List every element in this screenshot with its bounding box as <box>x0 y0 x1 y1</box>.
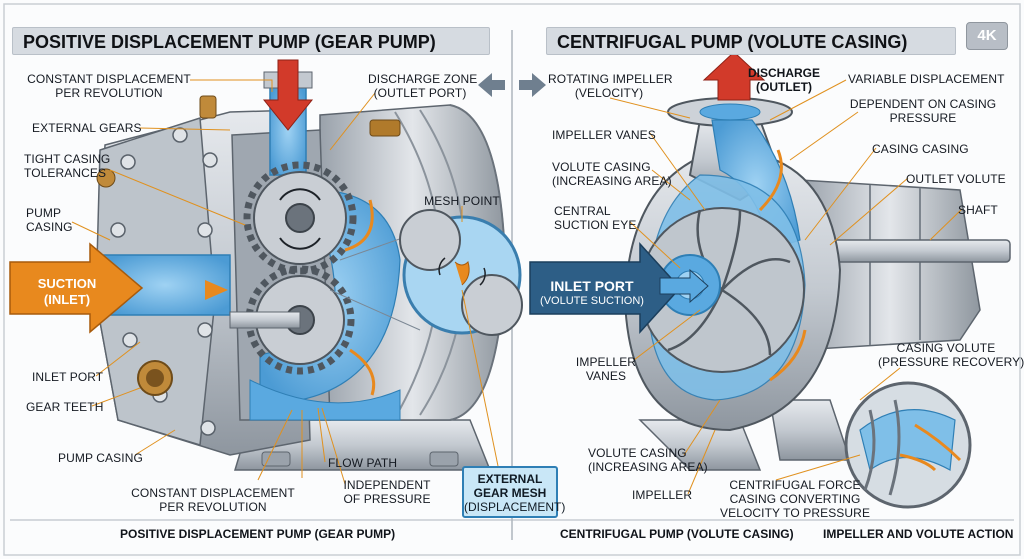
label-dependent-on-casing-pressure: DEPENDENT ON CASING PRESSURE <box>849 97 997 125</box>
gear-pump-illustration <box>9 59 523 471</box>
centrifugal-pump-illustration <box>529 51 1011 509</box>
label-constant-displacement-top: CONSTANT DISPLACEMENT PER REVOLUTION <box>27 72 191 100</box>
external-gear-mesh-box: EXTERNAL GEAR MESH (DISPLACEMENT) <box>462 466 565 518</box>
label-pump-casing-top: PUMP CASING <box>26 206 73 234</box>
label-central-suction-eye: CENTRAL SUCTION EYE <box>554 204 637 232</box>
label-impeller: IMPELLER <box>632 488 693 502</box>
gear-pump-leaders <box>71 79 499 485</box>
caption-gear-pump: POSITIVE DISPLACEMENT PUMP (GEAR PUMP) <box>120 527 396 541</box>
label-external-gears: EXTERNAL GEARS <box>32 121 142 135</box>
caption-centrifugal-pump: CENTRIFUGAL PUMP (VOLUTE CASING) <box>560 527 794 541</box>
label-casing-volute: CASING VOLUTE (PRESSURE RECOVERY) <box>878 341 1024 369</box>
label-tight-casing-tolerances: TIGHT CASING TOLERANCES <box>24 152 111 180</box>
caption-impeller-volute-action: IMPELLER AND VOLUTE ACTION <box>823 527 1014 541</box>
label-shaft: SHAFT <box>958 203 998 217</box>
discharge-outlet-label: DISCHARGE (OUTLET) <box>747 66 820 94</box>
label-gear-teeth: GEAR TEETH <box>26 400 104 414</box>
centrifugal-pump-header: CENTRIFUGAL PUMP (VOLUTE CASING) <box>546 27 956 55</box>
gear-pump-header: POSITIVE DISPLACEMENT PUMP (GEAR PUMP) <box>12 27 490 55</box>
label-pump-casing-bottom: PUMP CASING <box>58 451 143 465</box>
label-volute-casing-bottom: VOLUTE CASING (INCREASING AREA) <box>588 446 708 474</box>
label-centrifugal-force: CENTRIFUGAL FORCE CASING CONVERTING VELO… <box>720 478 871 520</box>
label-discharge-zone: DISCHARGE ZONE (OUTLET PORT) <box>368 72 478 100</box>
label-mesh-point: MESH POINT <box>424 194 500 208</box>
centrifugal-leaders <box>609 79 963 495</box>
comparison-arrows <box>478 73 546 97</box>
suction-inlet-label: SUCTION (INLET) <box>37 276 97 307</box>
label-outlet-volute: OUTLET VOLUTE <box>906 172 1006 186</box>
label-volute-casing-top: VOLUTE CASING (INCREASING AREA) <box>552 160 672 188</box>
label-constant-displacement-bottom: CONSTANT DISPLACEMENT PER REVOLUTION <box>131 486 295 514</box>
label-impeller-vanes-bottom: IMPELLER VANES <box>575 355 637 383</box>
label-independent-of-pressure: INDEPENDENT OF PRESSURE <box>343 478 431 506</box>
label-rotating-impeller: ROTATING IMPELLER (VELOCITY) <box>548 72 673 100</box>
label-impeller-vanes-top: IMPELLER VANES <box>552 128 656 142</box>
label-variable-displacement: VARIABLE DISPLACEMENT <box>848 72 1005 86</box>
outer-frame <box>3 3 1021 556</box>
label-flow-path: FLOW PATH <box>328 456 398 470</box>
label-inlet-port: INLET PORT <box>32 370 104 384</box>
resolution-badge: 4K <box>966 22 1008 50</box>
label-casing-casing: CASING CASING <box>872 142 969 156</box>
inlet-port-label: INLET PORT (VOLUTE SUCTION) <box>540 278 644 307</box>
